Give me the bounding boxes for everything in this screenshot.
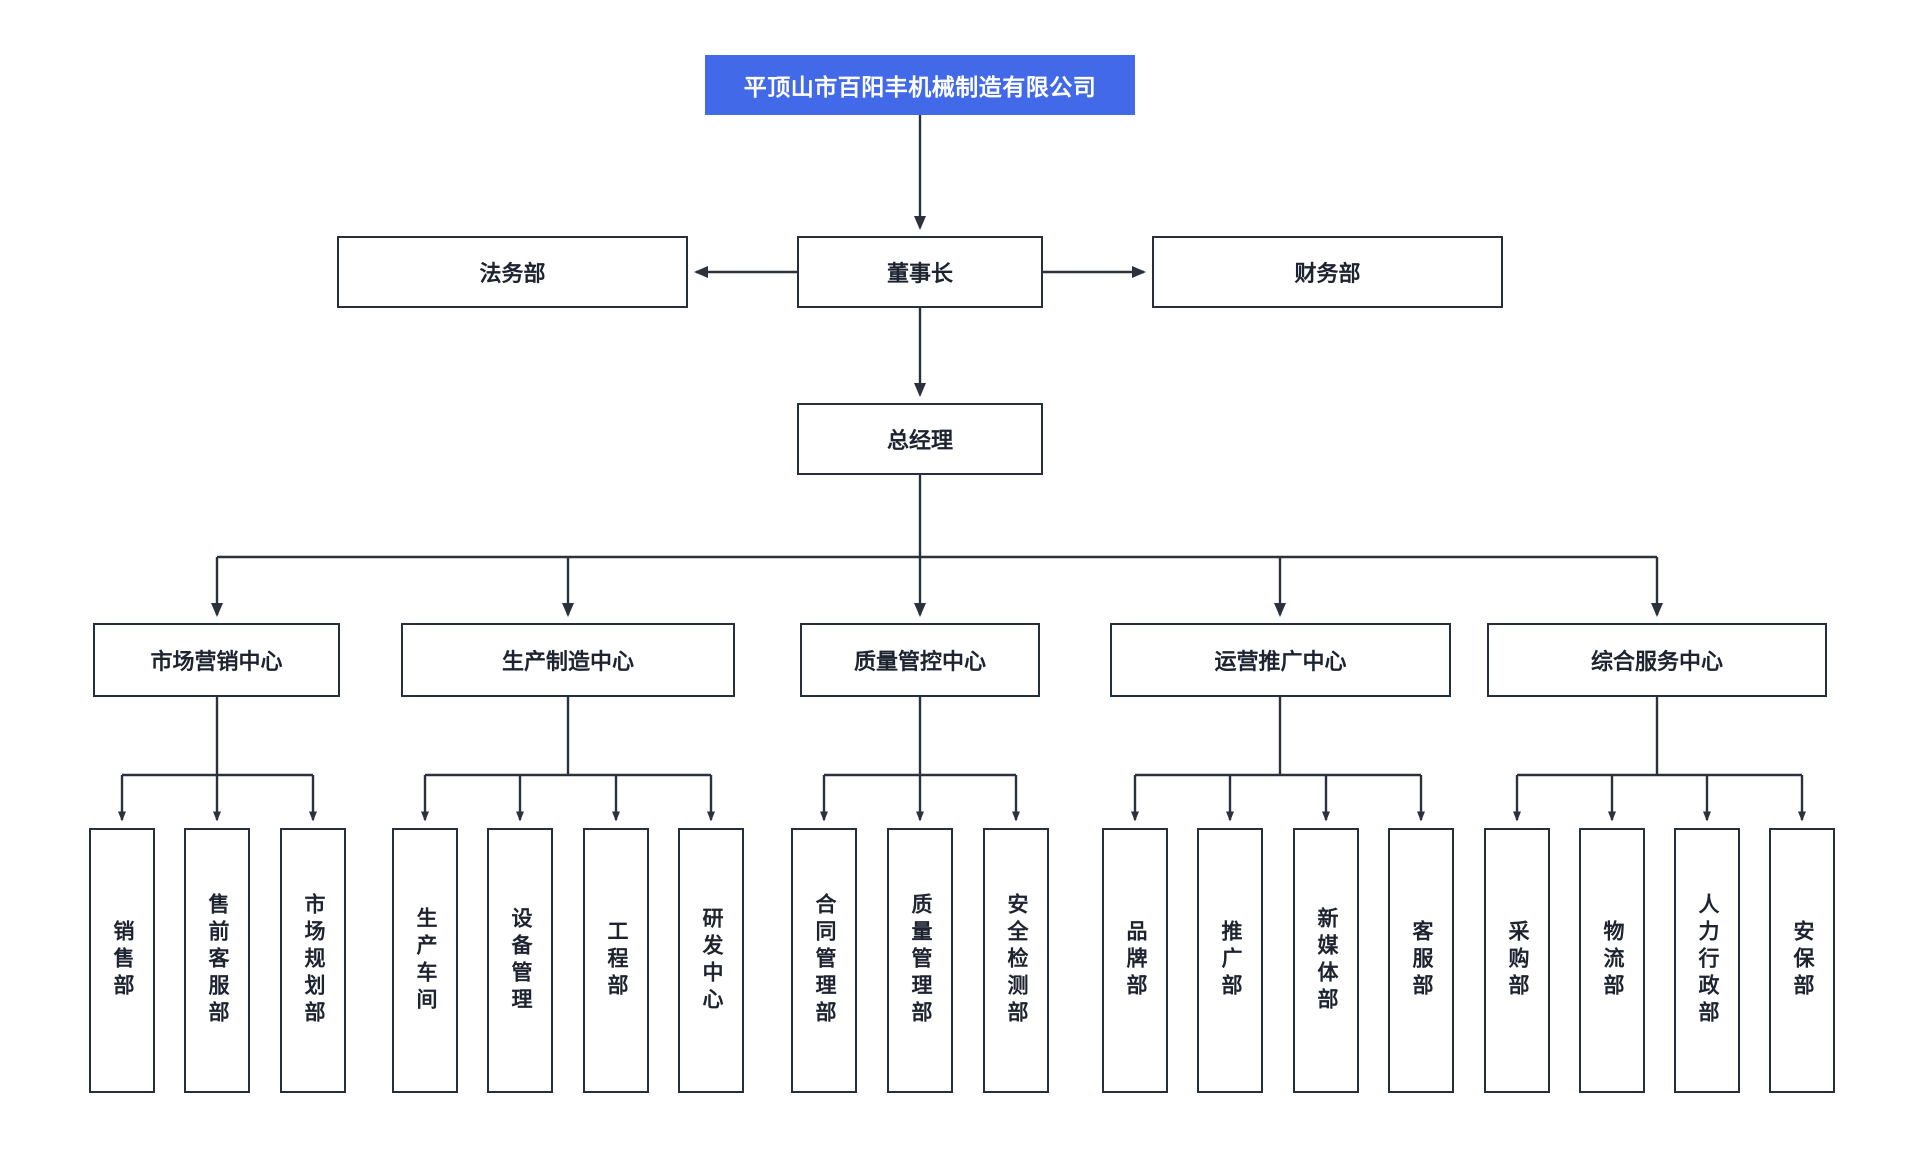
- node-finance-department[interactable]: 财务部: [1152, 236, 1503, 308]
- node-label: 财务部: [1294, 261, 1361, 286]
- node-label: 市场营销中心: [150, 649, 283, 674]
- node-label: 质量管控中心: [853, 649, 986, 674]
- node-label: 人力行政部: [1696, 893, 1720, 1028]
- node-chairman[interactable]: 董事长: [797, 236, 1043, 308]
- node-label: 综合服务中心: [1590, 649, 1723, 674]
- node-label: 采购部: [1506, 920, 1530, 1001]
- node-center-quality[interactable]: 质量管控中心: [800, 623, 1040, 697]
- node-dept-customer-service[interactable]: 客服部: [1388, 828, 1454, 1093]
- node-center-operations[interactable]: 运营推广中心: [1110, 623, 1451, 697]
- node-label: 设备管理: [509, 906, 533, 1015]
- node-dept-security[interactable]: 安保部: [1769, 828, 1835, 1093]
- node-label: 客服部: [1410, 920, 1434, 1001]
- node-dept-quality-management[interactable]: 质量管理部: [887, 828, 953, 1093]
- node-label: 生产制造中心: [501, 649, 634, 674]
- node-dept-new-media[interactable]: 新媒体部: [1293, 828, 1359, 1093]
- node-label: 售前客服部: [206, 893, 230, 1028]
- node-label: 运营推广中心: [1214, 649, 1347, 674]
- node-legal-department[interactable]: 法务部: [337, 236, 688, 308]
- node-dept-sales[interactable]: 销售部: [89, 828, 155, 1093]
- node-general-manager[interactable]: 总经理: [797, 403, 1043, 475]
- node-label: 推广部: [1219, 920, 1243, 1001]
- node-dept-logistics[interactable]: 物流部: [1579, 828, 1645, 1093]
- node-label: 法务部: [479, 261, 546, 286]
- node-label: 平顶山市百阳丰机械制造有限公司: [743, 74, 1097, 100]
- node-dept-presales-service[interactable]: 售前客服部: [184, 828, 250, 1093]
- node-center-manufacturing[interactable]: 生产制造中心: [401, 623, 735, 697]
- node-dept-equipment-management[interactable]: 设备管理: [487, 828, 553, 1093]
- node-label: 质量管理部: [909, 893, 933, 1028]
- node-dept-brand[interactable]: 品牌部: [1102, 828, 1168, 1093]
- node-label: 研发中心: [700, 906, 724, 1015]
- node-label: 销售部: [111, 920, 135, 1001]
- node-label: 品牌部: [1124, 920, 1148, 1001]
- node-label: 新媒体部: [1315, 906, 1339, 1015]
- node-dept-contract-management[interactable]: 合同管理部: [791, 828, 857, 1093]
- node-label: 总经理: [886, 428, 953, 453]
- node-dept-engineering[interactable]: 工程部: [583, 828, 649, 1093]
- node-label: 物流部: [1601, 920, 1625, 1001]
- node-label: 合同管理部: [813, 893, 837, 1028]
- node-center-general-service[interactable]: 综合服务中心: [1487, 623, 1827, 697]
- node-dept-procurement[interactable]: 采购部: [1484, 828, 1550, 1093]
- node-dept-rnd-center[interactable]: 研发中心: [678, 828, 744, 1093]
- node-label: 市场规划部: [302, 893, 326, 1028]
- node-label: 工程部: [605, 920, 629, 1001]
- node-dept-safety-inspection[interactable]: 安全检测部: [983, 828, 1049, 1093]
- node-dept-market-planning[interactable]: 市场规划部: [280, 828, 346, 1093]
- node-label: 董事长: [886, 261, 953, 286]
- node-company-root[interactable]: 平顶山市百阳丰机械制造有限公司: [705, 55, 1135, 115]
- node-dept-promotion[interactable]: 推广部: [1197, 828, 1263, 1093]
- node-dept-production-workshop[interactable]: 生产车间: [392, 828, 458, 1093]
- node-label: 安保部: [1791, 920, 1815, 1001]
- node-label: 安全检测部: [1005, 893, 1029, 1028]
- node-dept-hr-administration[interactable]: 人力行政部: [1674, 828, 1740, 1093]
- node-label: 生产车间: [414, 906, 438, 1015]
- node-center-marketing[interactable]: 市场营销中心: [93, 623, 340, 697]
